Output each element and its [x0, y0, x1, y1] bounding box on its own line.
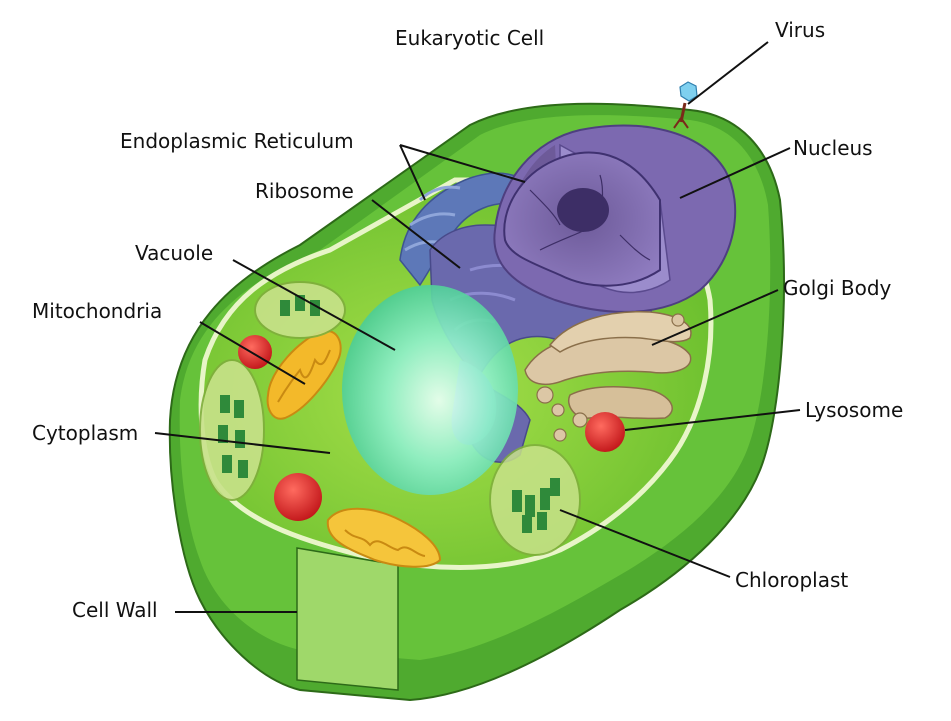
label-vacuole: Vacuole	[135, 241, 213, 265]
label-virus: Virus	[775, 18, 825, 42]
label-nucleus: Nucleus	[793, 136, 873, 160]
vacuole	[342, 285, 518, 495]
label-cell-wall: Cell Wall	[72, 598, 158, 622]
label-golgi-body: Golgi Body	[783, 276, 892, 300]
label-chloroplast: Chloroplast	[735, 568, 848, 592]
diagram-title: Eukaryotic Cell	[395, 26, 544, 50]
nucleolus	[557, 188, 609, 232]
label-ribosome: Ribosome	[255, 179, 354, 203]
label-mitochondria: Mitochondria	[32, 299, 162, 323]
label-endoplasmic-reticulum: Endoplasmic Reticulum	[120, 129, 354, 153]
label-lysosome: Lysosome	[805, 398, 903, 422]
label-cytoplasm: Cytoplasm	[32, 421, 138, 445]
